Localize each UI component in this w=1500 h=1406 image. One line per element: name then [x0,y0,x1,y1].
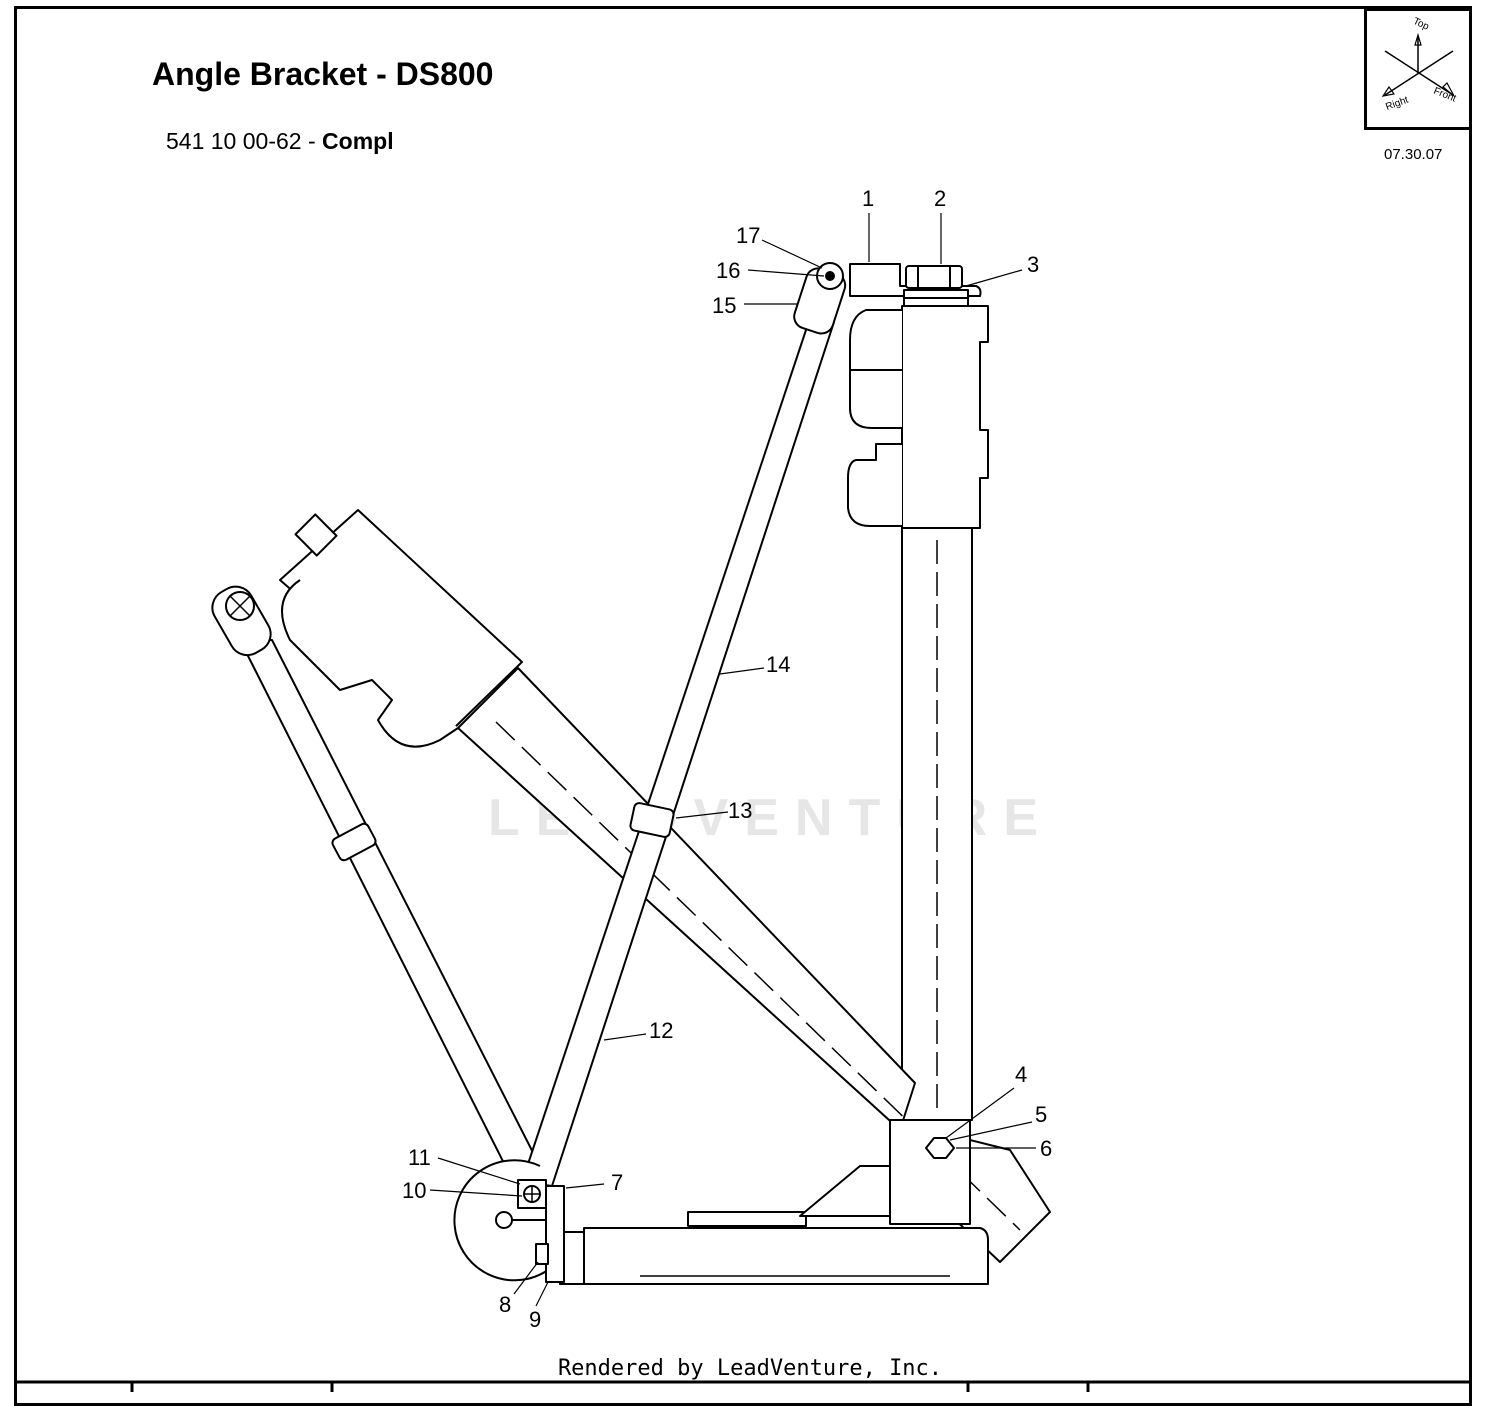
title-block-dividers [14,1380,1472,1392]
callout-12: 12 [649,1018,673,1043]
orientation-axes-icon: Top Right Front [1381,16,1458,113]
part-description: Compl [322,128,394,154]
callout-16: 16 [716,258,740,283]
callout-1: 1 [862,186,874,211]
callout-13: 13 [728,798,752,823]
vertical-column [901,519,973,1121]
revision-date: 07.30.07 [1384,146,1443,163]
top-bracket [849,263,982,307]
callout-17: 17 [736,223,760,248]
footer-rendered-by: Rendered by LeadVenture, Inc. [557,1356,943,1381]
callout-2: 2 [934,186,946,211]
orientation-indicator: Top Right Front [1364,8,1472,130]
callout-6: 6 [1040,1136,1052,1161]
callout-9: 9 [529,1307,541,1332]
callout-10: 10 [402,1178,426,1203]
rear-strut [211,585,549,1196]
callout-11: 11 [408,1145,431,1170]
callout-4: 4 [1015,1062,1027,1087]
callout-15: 15 [712,293,736,318]
base-plate [559,1119,989,1285]
diagram-title: Angle Bracket - DS800 [152,56,494,92]
callout-leaders [429,213,1036,1307]
callout-14: 14 [766,652,790,677]
callout-5: 5 [1035,1102,1047,1127]
top-pivot [816,262,844,290]
part-subtitle: 541 10 00-62 - Compl [166,128,394,155]
part-number: 541 10 00-62 [166,128,302,154]
upper-carriage [847,305,989,529]
tilted-carriage [279,509,523,748]
callout-labels: 1 2 3 4 5 6 7 8 9 10 11 12 13 14 15 16 1… [402,186,1052,1332]
callout-3: 3 [1027,252,1039,277]
callout-7: 7 [611,1170,623,1195]
callout-8: 8 [499,1292,511,1317]
base-wheel [453,1159,565,1283]
separator: - [301,128,323,154]
